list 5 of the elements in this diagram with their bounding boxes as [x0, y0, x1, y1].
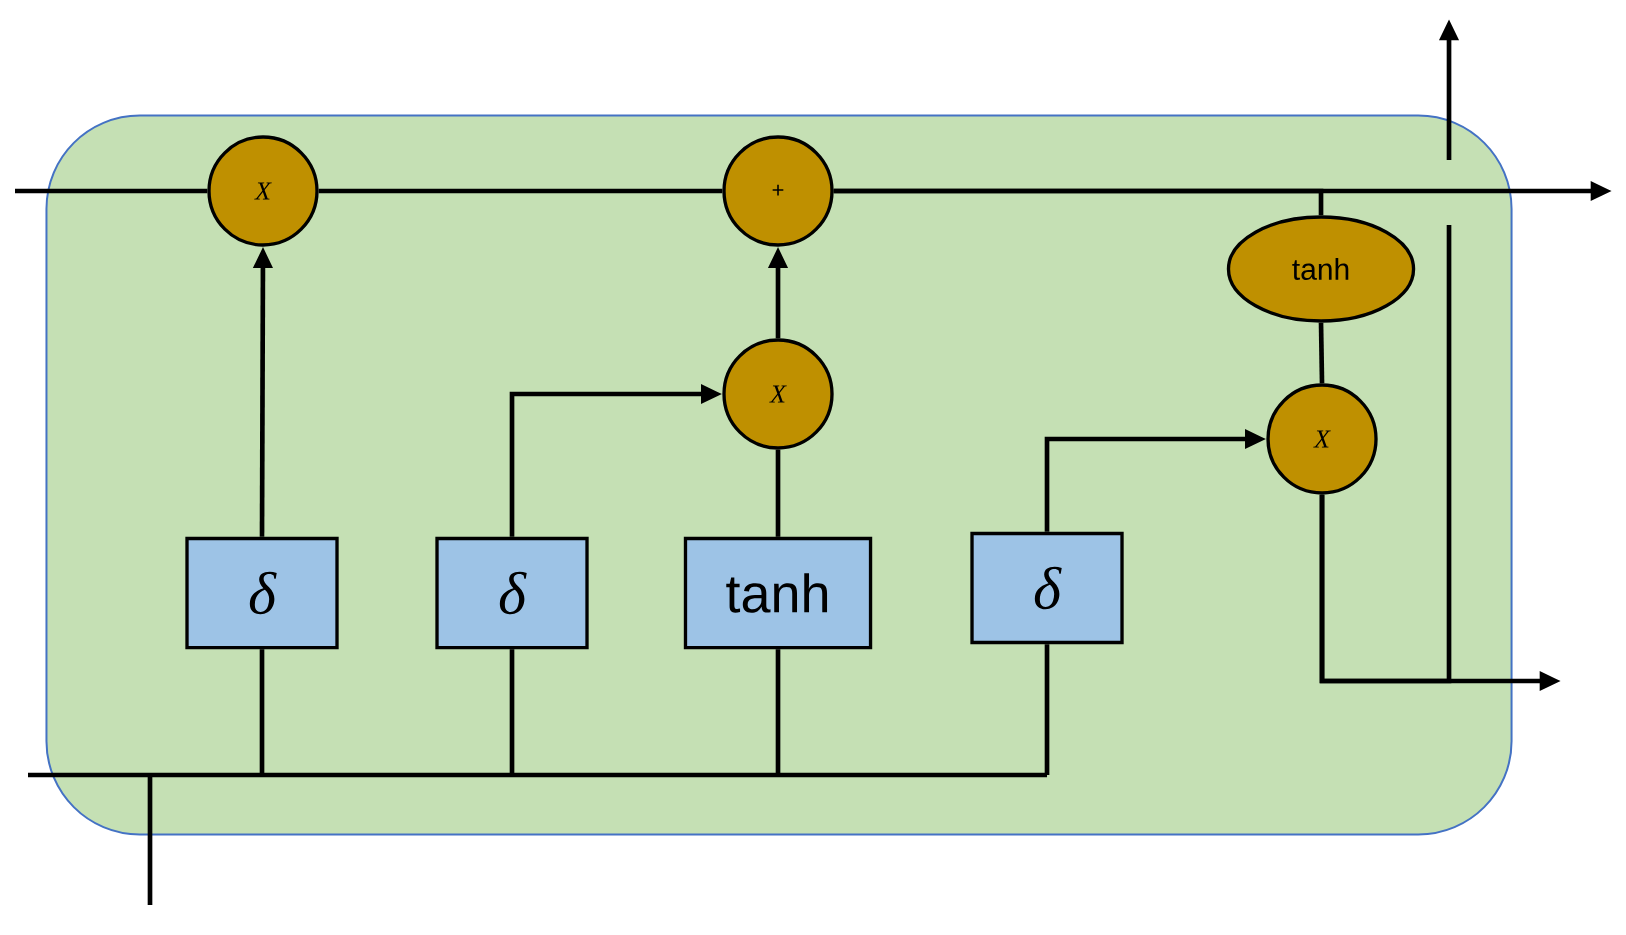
gate-box: δ — [185, 536, 339, 650]
gate-box: δ — [970, 531, 1124, 645]
input-bus-line — [25, 772, 1050, 908]
gate-box: δ — [435, 536, 589, 650]
gate-box: tanh — [683, 536, 873, 650]
